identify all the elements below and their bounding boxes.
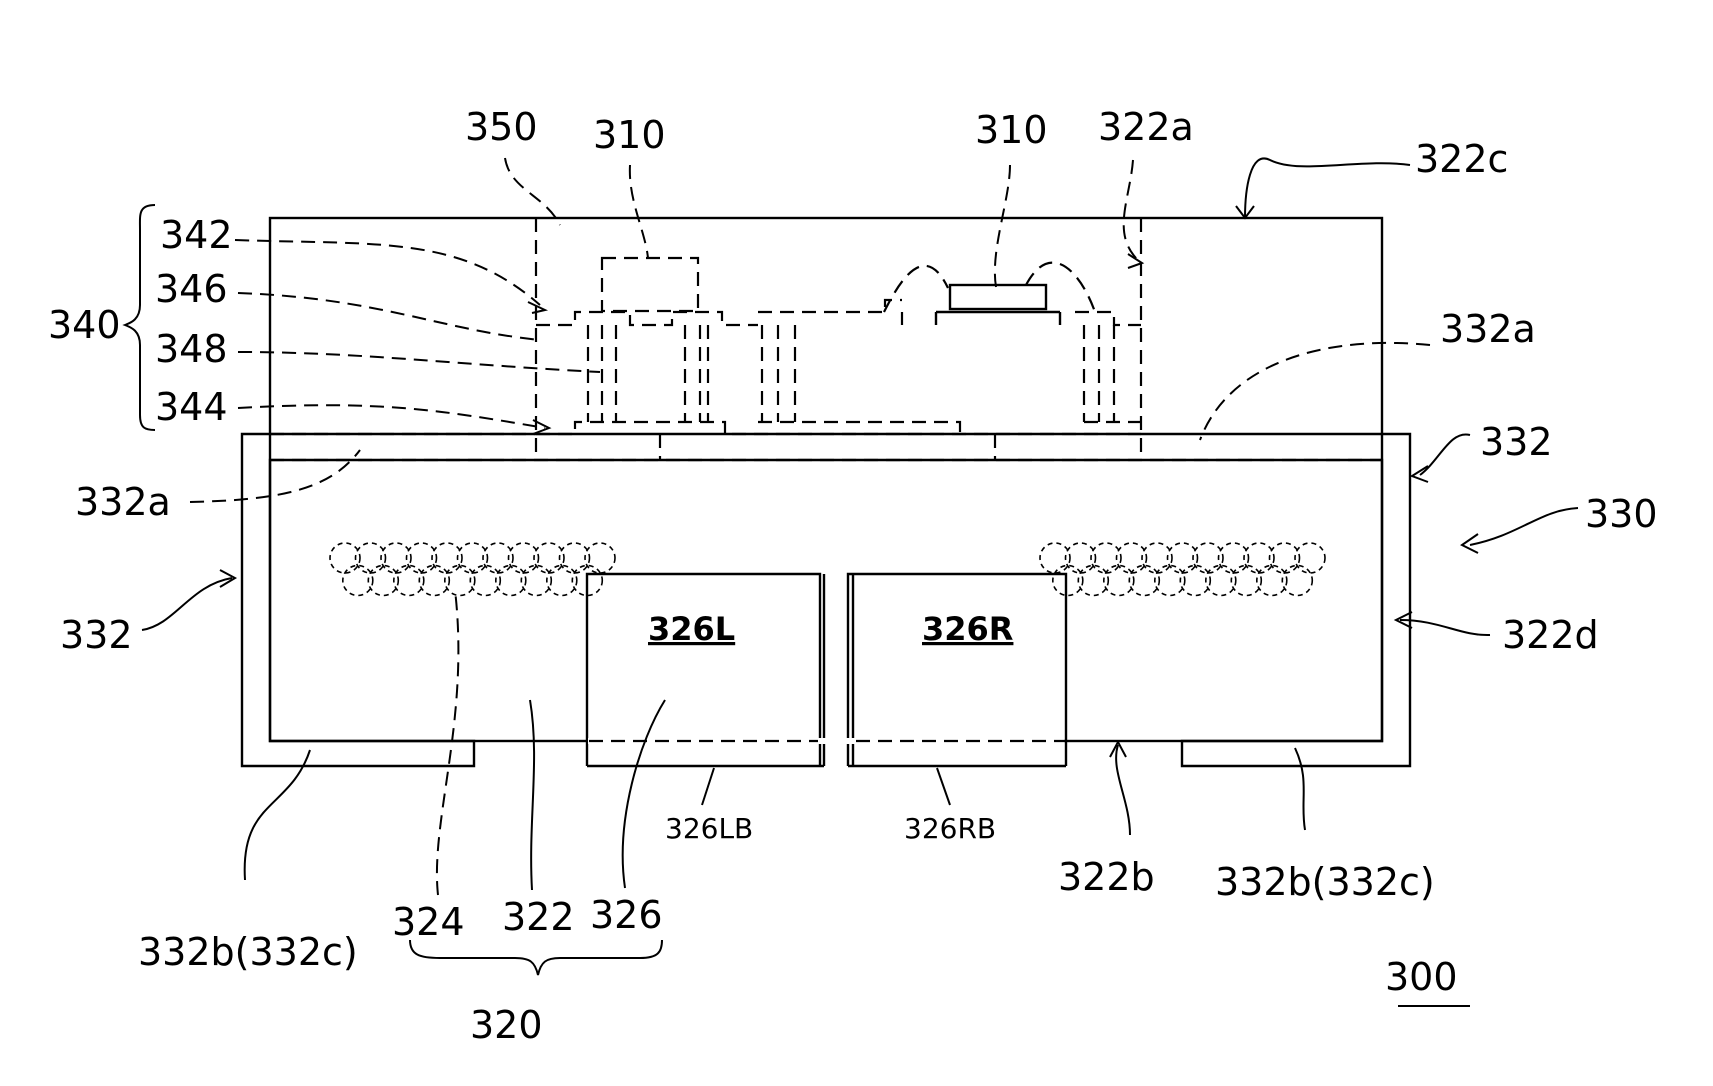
label-326: 326	[590, 893, 663, 937]
electrode-326L	[587, 574, 820, 766]
leader-332a-right	[1200, 343, 1430, 440]
label-322b: 322b	[1058, 855, 1155, 899]
leader-350	[505, 158, 560, 225]
leader-332-left	[142, 578, 232, 630]
label-322d: 322d	[1502, 613, 1599, 657]
upper-body-outline	[270, 218, 1382, 741]
label-326R: 326R	[922, 610, 1013, 648]
leader-332-right	[1420, 434, 1470, 475]
label-350: 350	[465, 105, 538, 149]
chip-310-right	[950, 285, 1046, 309]
label-310-left: 310	[593, 113, 666, 157]
leader-326LB	[702, 768, 714, 805]
label-344: 344	[155, 385, 228, 429]
leader-332b-left	[245, 750, 310, 880]
label-332-right: 332	[1480, 420, 1553, 464]
arrow-322b	[1110, 742, 1126, 757]
leader-322a-top	[1124, 160, 1140, 262]
label-324: 324	[392, 900, 465, 944]
leader-348	[238, 352, 600, 372]
label-332b-left: 332b(332c)	[138, 930, 358, 974]
chip-310-left	[602, 258, 698, 311]
magnetic-particles-right	[1040, 543, 1325, 596]
electrode-326R	[848, 574, 1066, 766]
leader-344	[238, 405, 545, 428]
leader-322c	[1245, 158, 1410, 218]
label-340: 340	[48, 303, 121, 347]
leader-342	[235, 240, 540, 305]
label-332-left: 332	[60, 613, 133, 657]
label-332b-right: 332b(332c)	[1215, 860, 1435, 904]
label-322c: 322c	[1415, 137, 1508, 181]
label-322: 322	[502, 895, 575, 939]
wire-bond-left	[884, 266, 948, 312]
leader-322	[530, 700, 534, 890]
label-326L: 326L	[648, 610, 735, 648]
leader-310-left	[630, 165, 648, 258]
label-332a-right: 332a	[1440, 307, 1536, 351]
leader-326RB	[937, 768, 950, 805]
label-310-right: 310	[975, 108, 1048, 152]
label-320: 320	[470, 1003, 543, 1047]
leader-322b	[1116, 745, 1130, 835]
brace-340	[125, 205, 155, 430]
label-342: 342	[160, 213, 233, 257]
label-326LB: 326LB	[665, 812, 753, 845]
label-330: 330	[1585, 492, 1658, 536]
brace-320	[410, 940, 662, 975]
magnetic-particles-left	[330, 543, 615, 596]
label-322a-top: 322a	[1098, 105, 1194, 149]
label-346: 346	[155, 267, 228, 311]
figure-number: 300	[1385, 955, 1458, 999]
leader-310-right	[995, 165, 1010, 287]
label-326RB: 326RB	[904, 812, 996, 845]
leader-324	[437, 590, 458, 895]
leader-330	[1470, 508, 1578, 545]
label-348: 348	[155, 327, 228, 371]
leader-346	[238, 293, 540, 340]
layer-344-pads	[536, 422, 1141, 434]
leader-326	[623, 700, 665, 888]
leader-322d	[1400, 620, 1490, 635]
leader-332a-left	[190, 450, 360, 502]
encapsulant-332-outline	[242, 434, 1410, 766]
leader-332b-right	[1295, 748, 1305, 830]
wire-bond-right	[1026, 263, 1095, 312]
label-332a-left: 332a	[75, 480, 171, 524]
